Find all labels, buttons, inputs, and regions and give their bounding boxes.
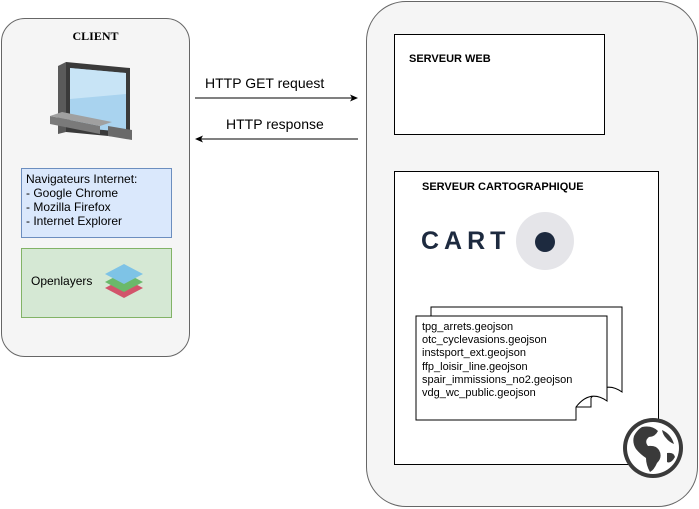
geojson-file-list: tpg_arrets.geojson otc_cyclevasions.geoj… [422, 321, 572, 400]
openlayers-label: Openlayers [31, 274, 93, 288]
request-label: HTTP GET request [205, 75, 325, 91]
file-item: ffp_loisir_line.geojson [422, 360, 528, 373]
file-item: tpg_arrets.geojson [422, 321, 514, 333]
response-arrowhead [195, 135, 203, 143]
client-title: CLIENT [72, 29, 119, 43]
globe-icon [623, 418, 683, 478]
carto-logo: CART [421, 227, 511, 255]
browser-list: Navigateurs Internet: - Google Chrome - … [21, 168, 172, 238]
connection-arrows [195, 94, 358, 143]
request-arrowhead [350, 94, 358, 102]
document-stack-icon [415, 306, 623, 421]
openlayers-box [21, 248, 172, 318]
browser-item: - Internet Explorer [26, 214, 123, 228]
web-server-box [394, 34, 605, 135]
file-item: otc_cyclevasions.geojson [422, 334, 547, 347]
map-server-title: SERVEUR CARTOGRAPHIQUE [422, 181, 584, 193]
carto-logo-dot [535, 232, 555, 252]
file-item: vdg_wc_public.geojson [422, 387, 536, 400]
response-label: HTTP response [226, 116, 324, 132]
layers-icon [105, 264, 143, 298]
file-item: instsport_ext.geojson [422, 347, 526, 360]
browser-item: - Mozilla Firefox [26, 200, 111, 214]
desktop-monitor-icon [50, 62, 132, 140]
browser-list-heading: Navigateurs Internet: [26, 172, 138, 186]
file-item: spair_immissions_no2.geojson [422, 373, 573, 386]
browser-item: - Google Chrome [26, 186, 119, 200]
web-server-title: SERVEUR WEB [409, 53, 491, 65]
